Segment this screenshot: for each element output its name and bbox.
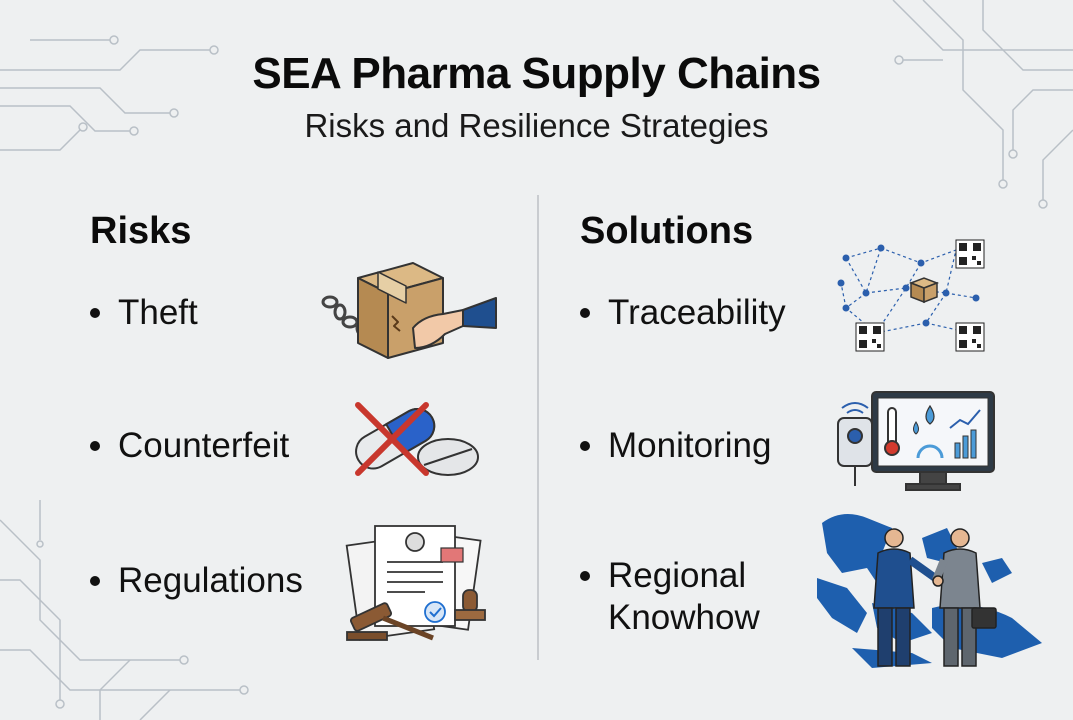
- solutions-heading: Solutions: [580, 210, 754, 252]
- page-subtitle: Risks and Resilience Strategies: [304, 107, 769, 144]
- documents-gavel-stamp-icon: [345, 525, 486, 641]
- solution-label: Monitoring: [608, 426, 772, 465]
- risk-item-regulations: Regulations: [90, 560, 303, 602]
- bullet-icon: [580, 441, 590, 451]
- crossed-pill-icon: [355, 402, 479, 476]
- box-chain-theft-icon: [321, 262, 497, 359]
- header: SEA Pharma Supply Chains Risks and Resil…: [0, 48, 1073, 148]
- bullet-icon: [580, 571, 590, 581]
- circuit-decoration-bottom-left: [0, 500, 249, 720]
- solution-item-monitoring: Monitoring: [580, 425, 771, 467]
- risk-label: Counterfeit: [118, 426, 290, 465]
- solution-label: Traceability: [608, 293, 786, 332]
- bullet-icon: [90, 308, 100, 318]
- solution-item-regional-knowhow: Regional Knowhow: [580, 555, 760, 639]
- solution-item-traceability: Traceability: [580, 292, 786, 334]
- risk-item-counterfeit: Counterfeit: [90, 425, 289, 467]
- solution-label: Regional Knowhow: [608, 556, 760, 637]
- column-divider: [537, 195, 539, 660]
- bullet-icon: [90, 441, 100, 451]
- bullet-icon: [580, 308, 590, 318]
- handshake-sea-map-icon: [817, 514, 1042, 668]
- page-title: SEA Pharma Supply Chains: [252, 49, 821, 98]
- sensor-dashboard-icon: [837, 391, 995, 491]
- risk-label: Theft: [118, 293, 198, 332]
- network-qr-codes-icon: [837, 239, 985, 352]
- bullet-icon: [90, 576, 100, 586]
- risk-item-theft: Theft: [90, 292, 198, 334]
- risks-heading: Risks: [90, 210, 192, 252]
- risk-label: Regulations: [118, 561, 303, 600]
